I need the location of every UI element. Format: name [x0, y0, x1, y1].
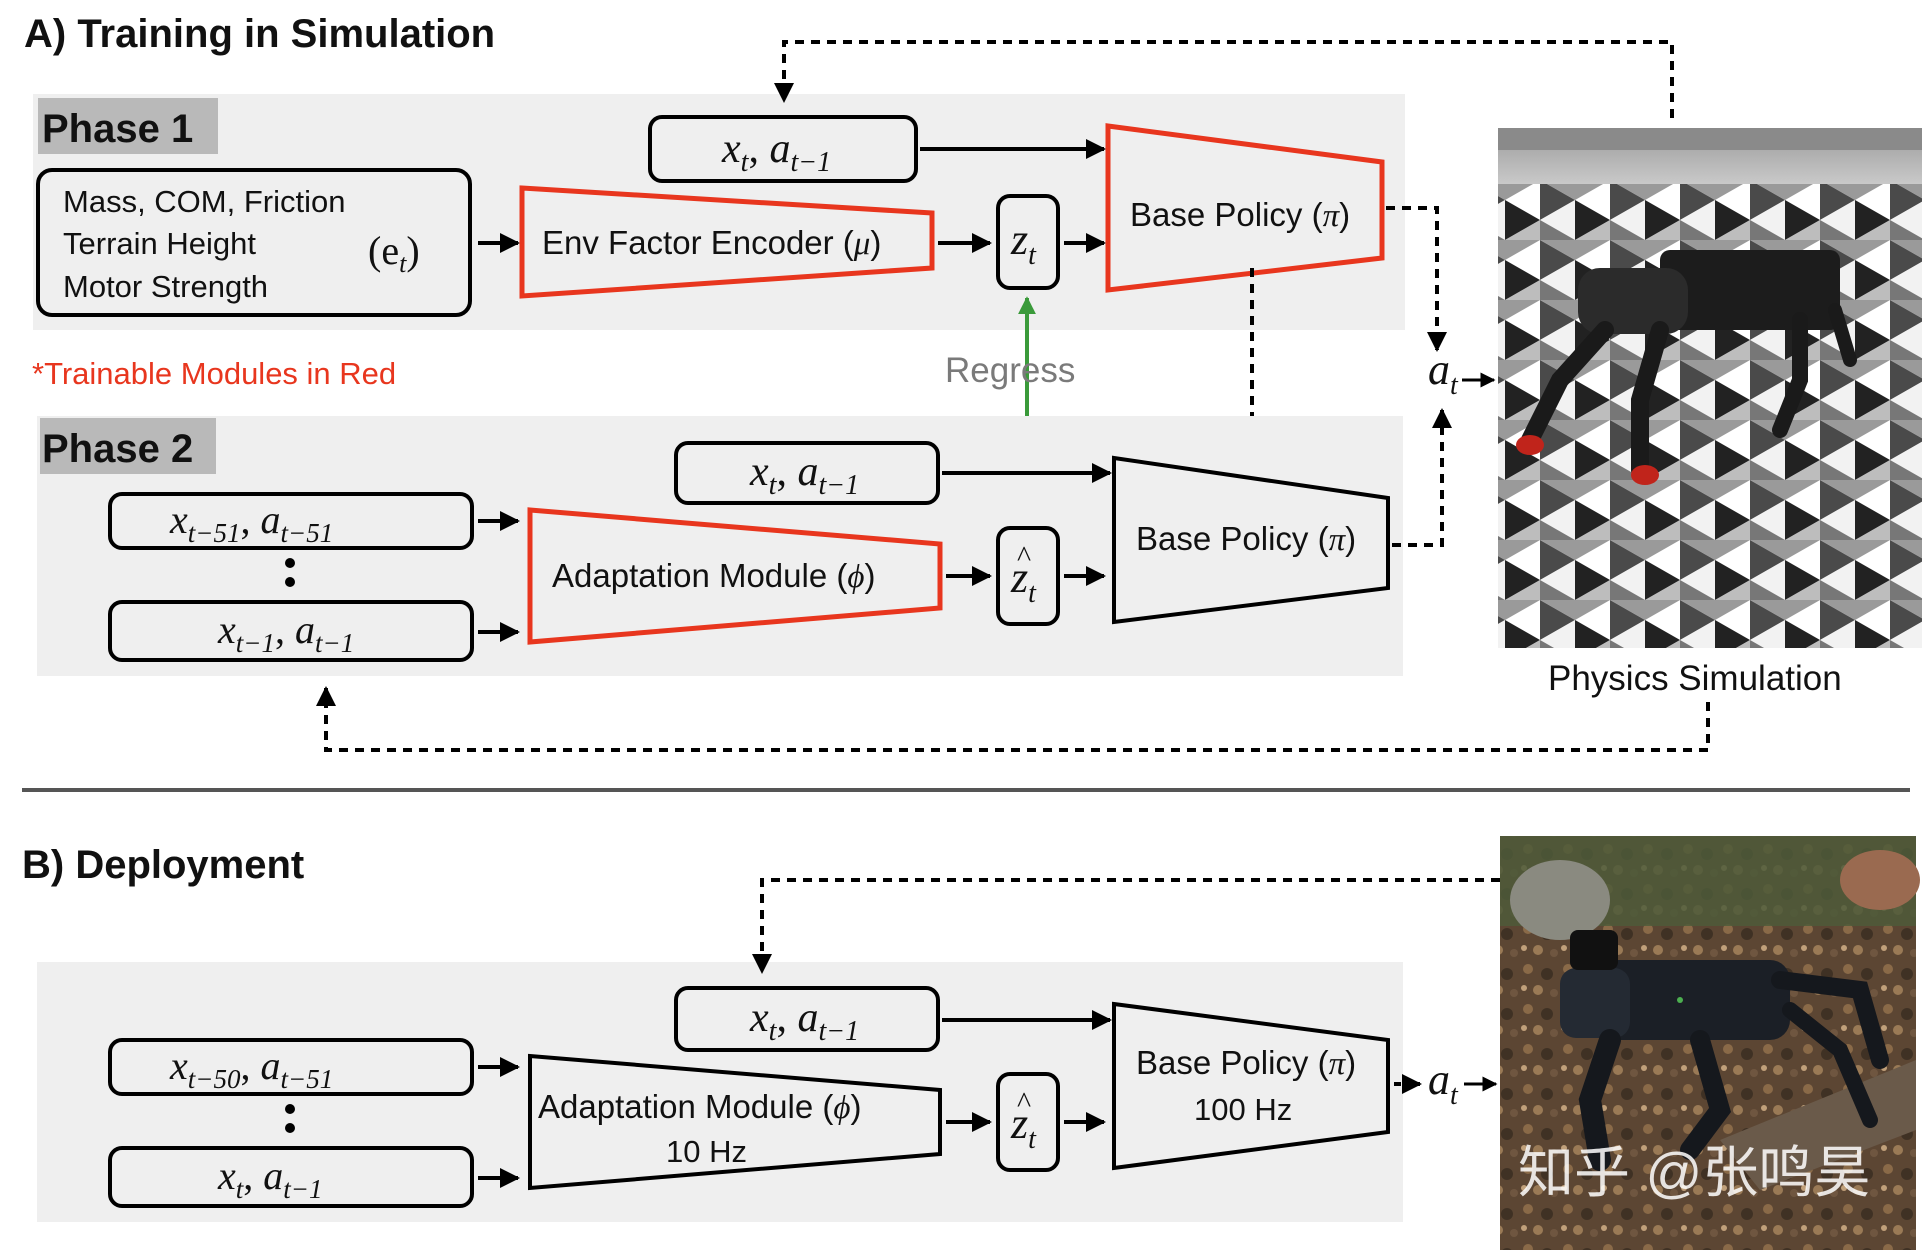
dashed-policy2-to-action [1392, 408, 1452, 547]
env-factors-box [36, 168, 472, 317]
phase1-obs-label: xt, at−1 [721, 126, 831, 178]
hat-accent: ^ [1017, 540, 1031, 573]
env-factor-encoder [519, 185, 935, 299]
adapter-rate: 10 Hz [666, 1134, 747, 1169]
trainable-note: *Trainable Modules in Red [32, 356, 396, 391]
env-factor-line-2: Terrain Height [63, 226, 256, 261]
dashed-sim-to-phase1-obs [774, 40, 1674, 118]
deploy-history-top-label: xt−50, at−51 [169, 1043, 333, 1094]
phase1-label: Phase 1 [42, 107, 193, 151]
phase1-obs-box [648, 115, 918, 183]
deploy-history-top [108, 1038, 474, 1096]
ellipsis-dot [285, 1123, 295, 1133]
deploy-history-bottom [108, 1146, 474, 1208]
policy1-label: Base Policy (π) [1130, 196, 1350, 234]
phase2-history-bottom-label: xt−1, at−1 [217, 607, 354, 658]
adaptation-module-deploy [528, 1053, 942, 1191]
adaptation-module-phase2 [527, 507, 943, 645]
phase2-label: Phase 2 [42, 427, 193, 471]
phase2-obs-box [674, 441, 940, 505]
policy-rate: 100 Hz [1194, 1092, 1292, 1127]
action-label-a: at [1428, 345, 1459, 401]
deploy-obs-box [674, 986, 940, 1052]
env-factor-line-1: Mass, COM, Friction [63, 184, 345, 219]
policy2-label: Base Policy (π) [1136, 520, 1356, 558]
hat-accent: ^ [1017, 1086, 1031, 1119]
phase2-history-top-label: xt−51, at−51 [169, 497, 333, 548]
section-a-title: A) Training in Simulation [24, 12, 495, 56]
watermark: 知乎 @张鸣昊 [1518, 1141, 1870, 1204]
ellipsis-dot [285, 1104, 295, 1114]
ellipsis-dot [285, 558, 295, 568]
phase2-history-top [108, 492, 474, 550]
action-label-b: at [1428, 1055, 1459, 1111]
real-robot-photo [1500, 836, 1920, 1250]
phase2-obs-label: xt, at−1 [749, 449, 859, 501]
simulation-image [1498, 128, 1922, 648]
latent-zhat-box-deploy [996, 1072, 1060, 1172]
base-policy-phase1 [1105, 123, 1385, 293]
base-policy-deploy [1112, 1001, 1390, 1171]
latent-zhat-label-deploy: zt [1010, 1099, 1037, 1155]
ellipsis-dot [285, 577, 295, 587]
regress-label: Regress [945, 351, 1075, 390]
phase2-tag [40, 418, 216, 474]
latent-z-box [996, 194, 1060, 290]
deploy-obs-label: xt, at−1 [749, 995, 859, 1047]
phase2-history-bottom [108, 600, 474, 662]
dashed-sim-to-phase2-history [316, 686, 1710, 752]
latent-z-label: zt [1010, 215, 1037, 271]
simulation-caption: Physics Simulation [1548, 659, 1842, 698]
base-policy-phase2 [1112, 455, 1390, 625]
env-factor-line-3: Motor Strength [63, 269, 268, 304]
dashed-policy1-to-action [1386, 206, 1447, 352]
env-symbol: (et) [368, 228, 420, 278]
adapter2-label: Adaptation Module (ϕ) [552, 557, 875, 595]
encoder-label: Env Factor Encoder (μ) [542, 224, 881, 262]
latent-zhat-box-phase2 [996, 526, 1060, 626]
phase1-tag [38, 98, 218, 154]
adapter-deploy-label: Adaptation Module (ϕ) [538, 1088, 861, 1126]
dashed-robot-to-deploy-obs [752, 878, 1500, 974]
section-b-title: B) Deployment [22, 843, 304, 887]
latent-zhat-label-phase2: zt [1010, 553, 1037, 609]
deploy-history-bottom-label: xt, at−1 [217, 1153, 323, 1204]
policy-deploy-label: Base Policy (π) [1136, 1044, 1356, 1082]
